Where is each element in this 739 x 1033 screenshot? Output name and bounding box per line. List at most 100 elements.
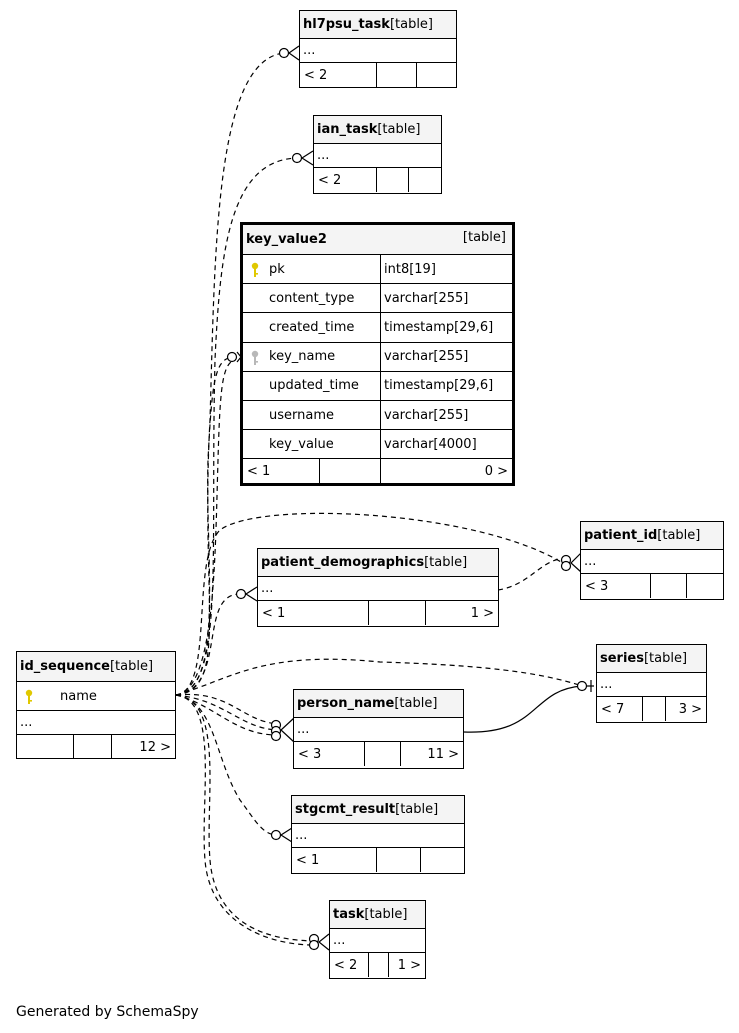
table-type: [table] bbox=[643, 651, 688, 666]
table-row: ... bbox=[258, 577, 498, 601]
table-type: [table] bbox=[424, 555, 468, 570]
children-count: 3 > bbox=[665, 697, 706, 721]
table-name: patient_demographics bbox=[261, 555, 425, 570]
parents-count: < 2 bbox=[334, 957, 358, 973]
table-series[interactable]: series [table] ... < 7 3 > bbox=[596, 644, 707, 723]
columns-count bbox=[364, 742, 400, 766]
table-footer: < 3 bbox=[581, 574, 723, 598]
table-type: [table] bbox=[389, 17, 434, 32]
edge-id_sequence-stgcmt_result bbox=[175, 694, 277, 836]
column-row-name[interactable]: name bbox=[17, 682, 175, 711]
table-row: ... bbox=[330, 929, 425, 953]
table-type: [table] bbox=[394, 696, 438, 711]
children-count bbox=[416, 63, 456, 87]
table-ian_task[interactable]: ian_task [table] ... < 2 bbox=[313, 115, 442, 194]
table-header: ian_task [table] bbox=[314, 116, 441, 144]
table-name: patient_id bbox=[584, 528, 658, 543]
table-type: [table] bbox=[377, 122, 421, 137]
parents-count: < 3 bbox=[585, 578, 609, 594]
table-name: hl7psu_task bbox=[303, 17, 390, 32]
column-type: timestamp[29,6] bbox=[384, 378, 494, 394]
table-footer: < 2 1 > bbox=[330, 953, 425, 977]
column-name: pk bbox=[269, 261, 285, 277]
column-name: updated_time bbox=[269, 378, 359, 394]
table-footer: < 3 11 > bbox=[294, 742, 463, 766]
columns-count bbox=[368, 953, 388, 977]
column-type: varchar[4000] bbox=[384, 436, 477, 452]
table-footer: < 2 bbox=[314, 168, 441, 192]
edge-id_sequence-person_name-1 bbox=[175, 693, 278, 725]
edge-id_sequence-key_value2b bbox=[175, 359, 235, 696]
table-header: key_value2 [table] bbox=[243, 225, 512, 255]
children-count bbox=[408, 168, 441, 192]
column-row-username[interactable]: username varchar[255] bbox=[243, 400, 512, 431]
table-header: hl7psu_task [table] bbox=[300, 11, 456, 39]
edge-person_name-series bbox=[463, 685, 583, 733]
table-hl7psu_task[interactable]: hl7psu_task [table] ... < 2 bbox=[299, 10, 457, 88]
edge-id_sequence-series bbox=[175, 658, 583, 696]
table-name: key_value2 bbox=[246, 232, 327, 247]
columns-count bbox=[650, 574, 686, 598]
table-type: [table] bbox=[395, 802, 439, 817]
column-row-pk[interactable]: pk int8[19] bbox=[243, 255, 512, 285]
edge-id_sequence-person_name-2 bbox=[175, 694, 278, 731]
table-patient_id[interactable]: patient_id [table] ... < 3 bbox=[580, 521, 724, 600]
edge-id_sequence-patient_id bbox=[175, 512, 567, 696]
column-name: name bbox=[60, 688, 97, 704]
table-footer: < 1 0 > bbox=[243, 459, 512, 484]
table-patient_demographics[interactable]: patient_demographics [table] ... < 1 1 > bbox=[257, 548, 499, 627]
table-id_sequence[interactable]: id_sequence [table] name ... 12 > bbox=[16, 651, 176, 759]
parents-count: < 7 bbox=[601, 701, 625, 717]
table-key_value2[interactable]: key_value2 [table] pk int8[19] content_t… bbox=[240, 222, 515, 486]
edge-id_sequence-patient_demographics bbox=[175, 593, 242, 696]
table-header: id_sequence [table] bbox=[17, 652, 175, 682]
column-row-key_name[interactable]: key_name varchar[255] bbox=[243, 342, 512, 372]
table-task[interactable]: task [table] ... < 2 1 > bbox=[329, 900, 426, 979]
parents-count bbox=[17, 735, 73, 759]
children-count bbox=[686, 574, 723, 598]
column-row-key_value[interactable]: key_value varchar[4000] bbox=[243, 430, 512, 460]
columns-count bbox=[73, 735, 111, 759]
table-stgcmt_result[interactable]: stgcmt_result [table] ... < 1 bbox=[291, 795, 465, 874]
table-header: patient_demographics [table] bbox=[258, 549, 498, 577]
table-footer: < 7 3 > bbox=[597, 697, 706, 721]
table-person_name[interactable]: person_name [table] ... < 3 11 > bbox=[293, 689, 464, 769]
table-name: series bbox=[600, 651, 644, 666]
edge-id_sequence-person_name-3 bbox=[175, 694, 278, 736]
children-count bbox=[420, 848, 464, 872]
table-type: [table] bbox=[462, 230, 506, 245]
column-row-created_time[interactable]: created_time timestamp[29,6] bbox=[243, 313, 512, 343]
edge-id_sequence-key_value2 bbox=[175, 356, 233, 696]
column-type: varchar[255] bbox=[384, 349, 469, 365]
key-icon bbox=[25, 689, 33, 704]
table-name: ian_task bbox=[317, 122, 378, 137]
parents-count: < 3 bbox=[298, 746, 322, 762]
column-row-content_type[interactable]: content_type varchar[255] bbox=[243, 284, 512, 314]
column-name: key_name bbox=[269, 349, 336, 365]
columns-count bbox=[376, 848, 420, 872]
column-name: key_value bbox=[269, 436, 334, 452]
column-name: content_type bbox=[269, 290, 355, 306]
key-icon bbox=[251, 262, 259, 277]
table-footer: < 1 bbox=[292, 848, 464, 872]
parents-count: < 1 bbox=[247, 463, 271, 479]
table-header: series [table] bbox=[597, 645, 706, 673]
column-type: int8[19] bbox=[384, 261, 436, 277]
columns-count bbox=[376, 63, 416, 87]
column-type: varchar[255] bbox=[384, 407, 469, 423]
children-count: 1 > bbox=[388, 953, 425, 977]
column-row-updated_time[interactable]: updated_time timestamp[29,6] bbox=[243, 371, 512, 401]
table-type: [table] bbox=[364, 907, 408, 922]
table-row: ... bbox=[294, 718, 463, 742]
table-row: ... bbox=[597, 673, 706, 697]
edge-id_sequence-task-1 bbox=[175, 694, 315, 942]
table-name: id_sequence bbox=[20, 659, 110, 674]
table-row: ... bbox=[300, 39, 456, 63]
table-header: task [table] bbox=[330, 901, 425, 929]
table-row: ... bbox=[17, 711, 175, 735]
parents-count: < 1 bbox=[296, 852, 320, 868]
parents-count: < 2 bbox=[304, 67, 328, 83]
edge-patient_demographics-patient_id bbox=[497, 557, 566, 591]
table-row: ... bbox=[581, 550, 723, 574]
